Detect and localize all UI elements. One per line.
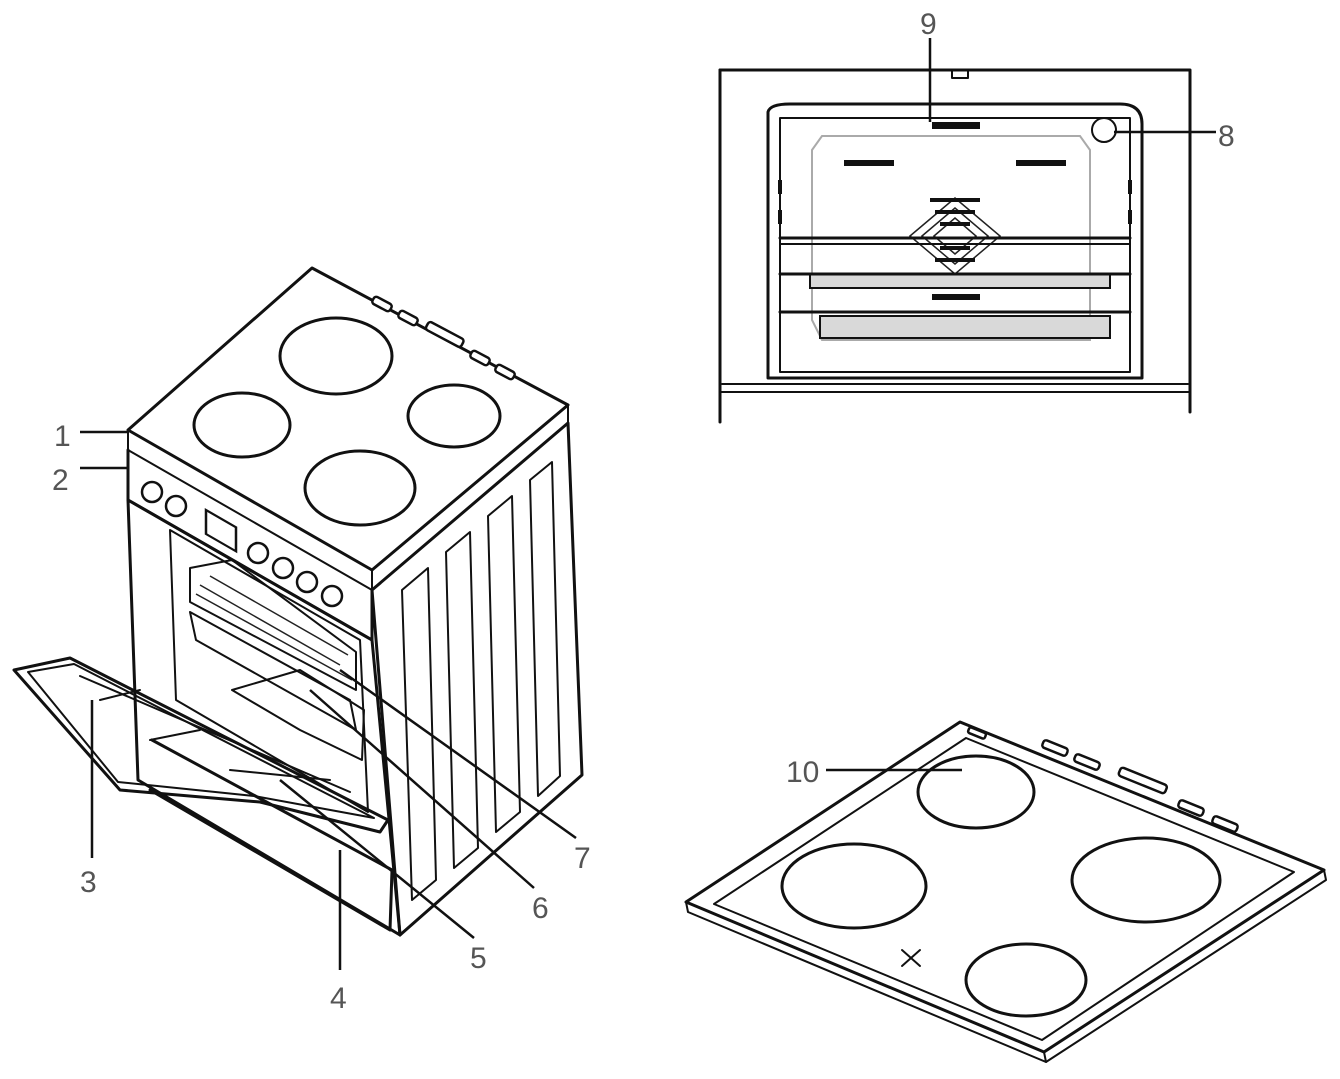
oven-door	[12, 656, 390, 834]
side-panel	[370, 421, 584, 937]
cooker-hob-zones	[192, 316, 502, 527]
hob-zone-front-right	[303, 449, 417, 527]
hob-zone-front-left	[192, 391, 292, 459]
fan-cover	[908, 197, 1002, 275]
label-5: 5	[470, 942, 487, 975]
hob-zone-left	[780, 842, 928, 930]
part-labels: 1 2 3 4 5 6 7 8 9 10	[52, 8, 1235, 1015]
label-6: 6	[532, 892, 549, 925]
label-10: 10	[786, 756, 819, 789]
hob-zone-rear-right	[406, 383, 502, 449]
storage-drawer	[148, 738, 394, 932]
hob-controls	[966, 726, 1239, 833]
wire-shelf	[189, 559, 357, 691]
ceramic-hob-illustration	[684, 720, 1327, 1063]
hob-zone-right	[1070, 836, 1222, 924]
oven-cavity	[169, 529, 369, 813]
cooker-illustration	[12, 266, 584, 937]
interior-leader-lines	[928, 38, 1216, 134]
oven-interior-illustration	[718, 68, 1192, 424]
label-1: 1	[54, 420, 71, 453]
label-7: 7	[574, 842, 591, 875]
label-9: 9	[920, 8, 937, 41]
label-2: 2	[52, 464, 69, 497]
front-knobs	[140, 480, 344, 608]
hob-zone-rear	[916, 754, 1036, 830]
cooker-leader-lines	[80, 430, 577, 970]
label-3: 3	[80, 866, 97, 899]
label-8: 8	[1218, 120, 1235, 153]
label-4: 4	[330, 982, 347, 1015]
hob-zone-rear-left	[278, 316, 394, 396]
hob-zone-front	[964, 942, 1088, 1018]
hob-centre-mark	[901, 949, 921, 967]
oven-front	[126, 498, 402, 937]
side-embossing	[401, 461, 561, 901]
cooktop-controls	[371, 295, 516, 381]
oven-cavity-front-view	[766, 102, 1144, 380]
oven-lamp	[1091, 117, 1117, 143]
oven-tray	[189, 611, 357, 731]
